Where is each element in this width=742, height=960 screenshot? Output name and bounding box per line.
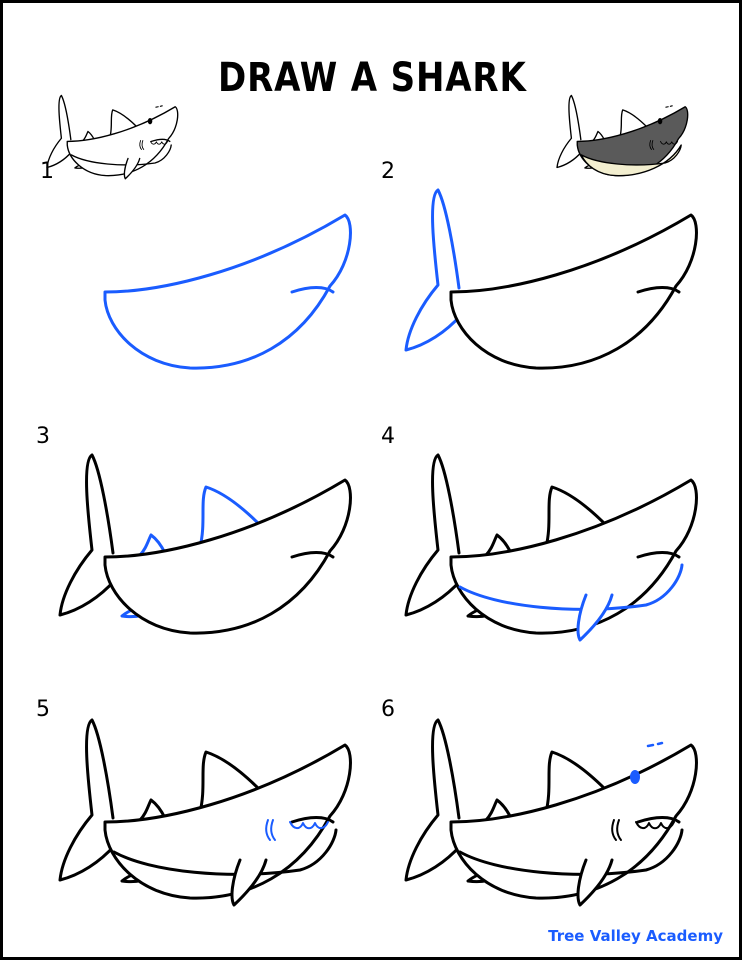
step-2-drawing (404, 188, 698, 370)
publisher-credit: Tree Valley Academy (548, 927, 723, 945)
step-4-drawing (404, 453, 698, 642)
step-3-drawing (58, 453, 352, 635)
shark-colored-illustration (556, 94, 689, 177)
step-number: 3 (36, 424, 50, 449)
step-number: 6 (381, 697, 395, 722)
step-6-drawing (404, 718, 698, 907)
worksheet-page: Draw a Shark 1 2 3 4 5 6 Tree Valley Aca… (3, 3, 739, 957)
step-number: 1 (40, 159, 54, 184)
shark-outline-illustration (46, 94, 179, 180)
step-number: 5 (36, 697, 50, 722)
page-title: Draw a Shark (218, 55, 527, 101)
step-number: 2 (381, 159, 395, 184)
step-1-drawing (103, 213, 352, 370)
shark-drawings (46, 94, 698, 907)
step-number: 4 (381, 424, 395, 449)
step-5-drawing (58, 718, 352, 907)
